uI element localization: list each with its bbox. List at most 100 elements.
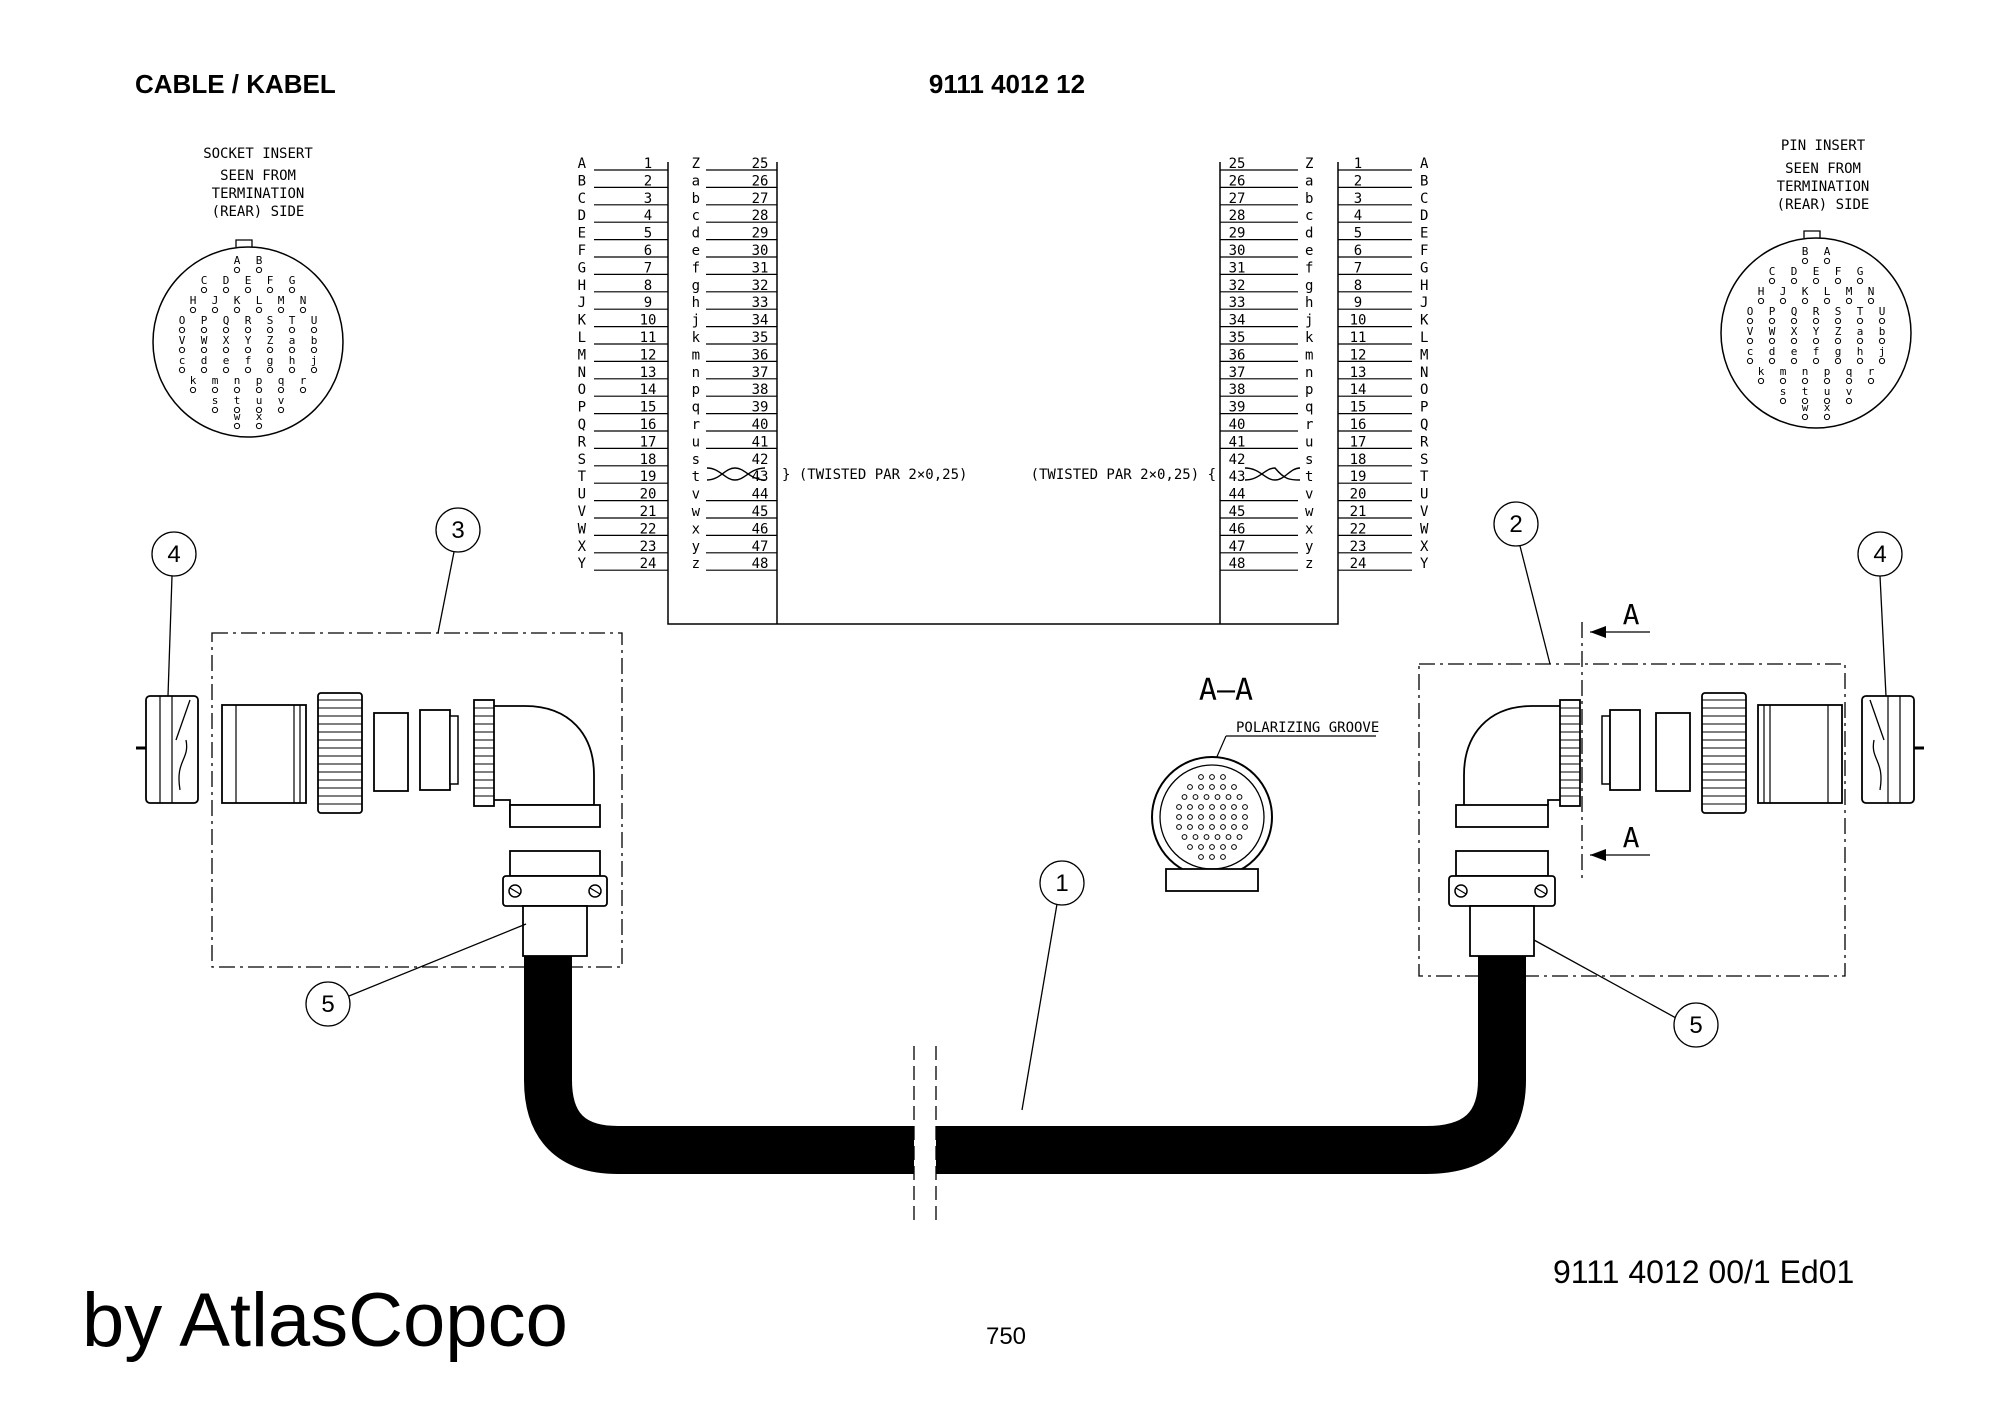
pin-number: 14 <box>640 382 657 398</box>
insert-pin-label: S <box>1835 305 1842 318</box>
pin-number: 45 <box>1229 504 1246 520</box>
insert-pin-label: g <box>267 354 274 367</box>
pin-number: 7 <box>1354 260 1362 276</box>
insert-pin-label: j <box>1879 345 1886 358</box>
insert-pin <box>277 406 285 414</box>
pin-number: 46 <box>1229 521 1246 537</box>
section-pin <box>1214 794 1221 800</box>
pin-number: 37 <box>1229 365 1246 381</box>
insert-pin <box>1867 297 1875 305</box>
pin-number: 34 <box>1229 313 1246 329</box>
insert-pin-label: L <box>256 294 263 307</box>
pin-letter: A <box>1420 156 1429 172</box>
wiring-bracket <box>667 567 1339 625</box>
pin-number: 36 <box>1229 347 1246 363</box>
pin-number: 45 <box>752 504 769 520</box>
insert-pin-label: T <box>1857 305 1864 318</box>
pin-number: 28 <box>752 208 769 224</box>
section-pin <box>1231 844 1237 850</box>
pin-letter: U <box>578 487 586 503</box>
section-pin <box>1181 794 1188 800</box>
callout-number: 3 <box>451 517 464 544</box>
insert-pin <box>266 366 274 374</box>
insert-pin <box>200 326 208 334</box>
section-pin <box>1176 814 1182 820</box>
section-pin <box>1220 824 1226 830</box>
pin-number: 32 <box>752 278 769 294</box>
insert-pin-label: Q <box>223 314 230 327</box>
insert-pin-label: A <box>234 254 241 267</box>
pin-number: 4 <box>1354 208 1362 224</box>
callout-5-left: 5 <box>305 923 527 1027</box>
insert-pin <box>1790 357 1798 365</box>
pin-letter: J <box>578 295 586 311</box>
insert-pin-label: W <box>1769 325 1776 338</box>
callout-number: 4 <box>167 541 180 568</box>
pin-letter: q <box>1305 400 1313 416</box>
insert-pin <box>1812 357 1820 365</box>
pin-number: 33 <box>752 295 769 311</box>
section-pin <box>1209 814 1215 820</box>
pin-number: 15 <box>1350 400 1367 416</box>
insert-pin <box>200 366 208 374</box>
insert-pin <box>277 386 285 394</box>
insert-pin <box>211 306 219 314</box>
pin-letter: H <box>578 278 586 294</box>
section-pin <box>1203 794 1210 800</box>
insert-pin-label: a <box>289 334 296 347</box>
insert-pin <box>310 326 318 334</box>
pin-letter: g <box>692 278 700 294</box>
insert-pin-label: u <box>256 394 263 407</box>
pin-number: 21 <box>640 504 657 520</box>
section-pin <box>1187 844 1193 850</box>
insert-pin-label: C <box>201 274 208 287</box>
insert-pin <box>244 346 252 354</box>
pin-letter: D <box>578 208 586 224</box>
section-pin <box>1198 824 1204 830</box>
pin-letter: e <box>692 243 700 259</box>
pin-letter: u <box>1305 434 1313 450</box>
pin-letter: d <box>1305 226 1313 242</box>
right-grommet <box>1655 712 1691 792</box>
pin-letter: u <box>692 434 700 450</box>
insert-pin <box>288 286 296 294</box>
pin-letter: c <box>692 208 700 224</box>
insert-pin <box>1746 317 1754 325</box>
pin-number: 18 <box>640 452 657 468</box>
left-knurled-nut <box>317 692 363 814</box>
socket-insert-line: SOCKET INSERT <box>203 146 313 162</box>
pin-number: 22 <box>1350 521 1367 537</box>
pin-letter: V <box>578 504 587 520</box>
pin-letter: z <box>1305 556 1313 572</box>
insert-pin <box>200 286 208 294</box>
section-letter: A <box>1623 598 1640 631</box>
pin-letter: K <box>1420 313 1429 329</box>
insert-pin <box>255 306 263 314</box>
insert-pin <box>222 346 230 354</box>
right-coupling-ring <box>1757 704 1843 804</box>
pin-number: 41 <box>1229 434 1246 450</box>
pin-letter: N <box>1420 365 1428 381</box>
section-pin <box>1198 804 1204 810</box>
pin-number: 30 <box>752 243 769 259</box>
insert-pin-label: B <box>256 254 263 267</box>
insert-pin <box>1845 377 1853 385</box>
section-pin <box>1242 804 1248 810</box>
pin-number: 12 <box>1350 347 1367 363</box>
pin-number: 40 <box>752 417 769 433</box>
insert-pin-label: H <box>190 294 197 307</box>
pin-number: 38 <box>1229 382 1246 398</box>
pin-letter: Q <box>578 417 586 433</box>
pin-letter: f <box>1305 260 1313 276</box>
pin-number: 31 <box>1229 260 1246 276</box>
insert-pin-label: d <box>1769 345 1776 358</box>
insert-pin-label: G <box>289 274 296 287</box>
pin-insert-line: SEEN FROM <box>1785 161 1861 177</box>
pin-number: 7 <box>644 260 652 276</box>
pin-letter: K <box>578 313 587 329</box>
insert-pin <box>1834 277 1842 285</box>
insert-pin-label: b <box>1879 325 1886 338</box>
part-number: 9111 4012 12 <box>929 69 1085 99</box>
socket-insert-line: (REAR) SIDE <box>212 204 305 220</box>
